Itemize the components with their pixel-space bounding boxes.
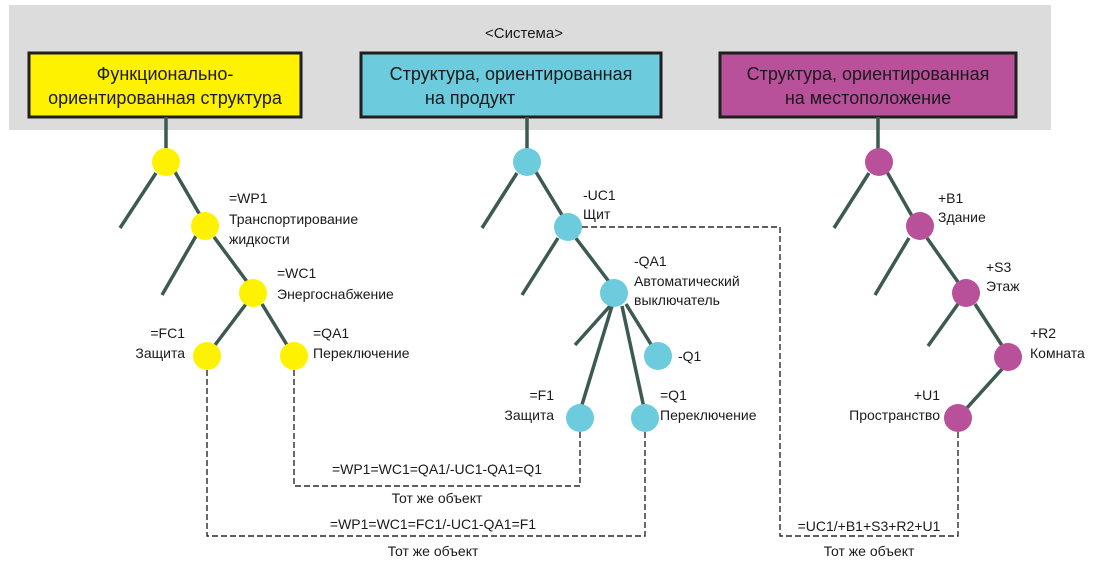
branch-line (118, 172, 158, 229)
branch-line (926, 302, 960, 348)
header-location-line1: Структура, ориентированная (747, 64, 990, 84)
label-qa1-product-code: -QA1 (634, 253, 667, 269)
branch-line (573, 235, 612, 285)
node-wp1[interactable] (191, 212, 219, 240)
header-product-line2: на продукт (425, 88, 515, 108)
branch-line (620, 305, 646, 409)
branch-line (925, 236, 960, 284)
node-qa1-function[interactable] (280, 342, 308, 370)
label-fc1-name: Защита (135, 345, 185, 361)
ref-q1-designation: =WP1=WC1=QA1/-UC1-QA1=Q1 (332, 461, 542, 477)
connector-qa1-q1 (293, 370, 581, 487)
label-backdrop (298, 460, 577, 480)
label-wc1-name: Энергоснабжение (277, 286, 394, 302)
branch-line (160, 235, 198, 296)
header-location-line2: на местоположение (785, 88, 951, 108)
location-tree: +B1 Здание +S3 Этаж +R2 Комната +U1 Прос… (832, 117, 1085, 432)
label-r2-name: Комната (1030, 345, 1085, 361)
label-qa1-function-code: =QA1 (313, 325, 349, 341)
node-s3[interactable] (952, 279, 980, 307)
node-function-root[interactable] (152, 148, 180, 176)
label-b1-code: +B1 (938, 190, 964, 206)
label-q1-function-code: =Q1 (660, 387, 687, 403)
node-uc1[interactable] (554, 213, 582, 241)
label-wc1-code: =WC1 (277, 265, 317, 281)
label-b1-name: Здание (938, 209, 986, 225)
product-tree: -UC1 Щит -QA1 Автоматический выключатель… (480, 117, 757, 432)
branch-line (624, 303, 654, 347)
header-function-line2: ориентированная структура (48, 88, 283, 108)
node-wc1[interactable] (239, 279, 267, 307)
label-q1-function-name: Переключение (660, 407, 757, 423)
ref-loc-designation: =UC1/+B1+S3+R2+U1 (798, 518, 941, 534)
branch-line (973, 303, 1005, 348)
connector-uc1-u1 (582, 226, 959, 537)
label-backdrop (783, 517, 956, 535)
ref-loc-caption: Тот же объект (824, 543, 915, 559)
function-tree: =WP1 Транспортирование жидкости =WC1 Эне… (118, 117, 410, 370)
reference-connectors: =WP1=WC1=QA1/-UC1-QA1=Q1 Тот же объект =… (206, 226, 959, 559)
label-s3-name: Этаж (986, 278, 1020, 294)
header-function-line1: Функционально- (97, 64, 234, 84)
label-f1-code: =F1 (529, 387, 554, 403)
branch-line (173, 171, 202, 216)
branch-line (873, 237, 911, 296)
label-u1-code: +U1 (914, 387, 940, 403)
node-f1[interactable] (566, 404, 594, 432)
label-uc1-name: Щит (583, 206, 611, 222)
node-u1[interactable] (944, 404, 972, 432)
label-qa1-product-name2: выключатель (634, 292, 720, 308)
label-q1-code: -Q1 (678, 348, 702, 364)
label-f1-name: Защита (504, 407, 554, 423)
branch-line (964, 366, 1005, 411)
system-label: <Система> (485, 25, 563, 42)
label-qa1-product-name1: Автоматический (634, 273, 740, 289)
node-q1[interactable] (644, 342, 672, 370)
node-q1-function[interactable] (631, 404, 659, 432)
header-location-box (718, 51, 1018, 119)
branch-line (520, 237, 560, 296)
ref-f1-caption: Тот же объект (388, 543, 479, 559)
branch-line (573, 304, 612, 347)
header-product: Структура, ориентированная на продукт (359, 51, 663, 119)
label-wp1-name2: жидкости (229, 231, 290, 247)
branch-line (260, 303, 289, 346)
header-function: Функционально- ориентированная структура (27, 51, 303, 119)
node-qa1-product[interactable] (600, 279, 628, 307)
node-location-root[interactable] (865, 148, 893, 176)
header-location: Структура, ориентированная на местополож… (718, 51, 1018, 119)
branch-line (480, 172, 519, 229)
branch-line (212, 235, 250, 285)
node-b1[interactable] (906, 212, 934, 240)
branch-line (885, 171, 914, 217)
branch-line (579, 305, 614, 409)
branch-line (534, 171, 564, 216)
header-product-line1: Структура, ориентированная (390, 64, 633, 84)
label-r2-code: +R2 (1030, 325, 1056, 341)
node-product-root[interactable] (513, 148, 541, 176)
branch-line (213, 302, 248, 347)
label-wp1-name1: Транспортирование (229, 211, 358, 227)
label-uc1-code: -UC1 (583, 187, 616, 203)
label-wp1-code: =WP1 (229, 190, 268, 206)
header-function-box (27, 51, 303, 119)
header-product-box (359, 51, 663, 119)
label-u1-name: Пространство (849, 407, 940, 423)
ref-f1-designation: =WP1=WC1=FC1/-UC1-QA1=F1 (330, 516, 536, 532)
ref-q1-caption: Тот же объект (392, 490, 483, 506)
label-qa1-function-name: Переключение (313, 345, 410, 361)
node-fc1[interactable] (193, 342, 221, 370)
label-s3-code: +S3 (986, 259, 1012, 275)
label-fc1-code: =FC1 (150, 325, 185, 341)
node-r2[interactable] (994, 343, 1022, 371)
connector-fc1-f1 (206, 370, 646, 537)
branch-line (832, 172, 871, 229)
